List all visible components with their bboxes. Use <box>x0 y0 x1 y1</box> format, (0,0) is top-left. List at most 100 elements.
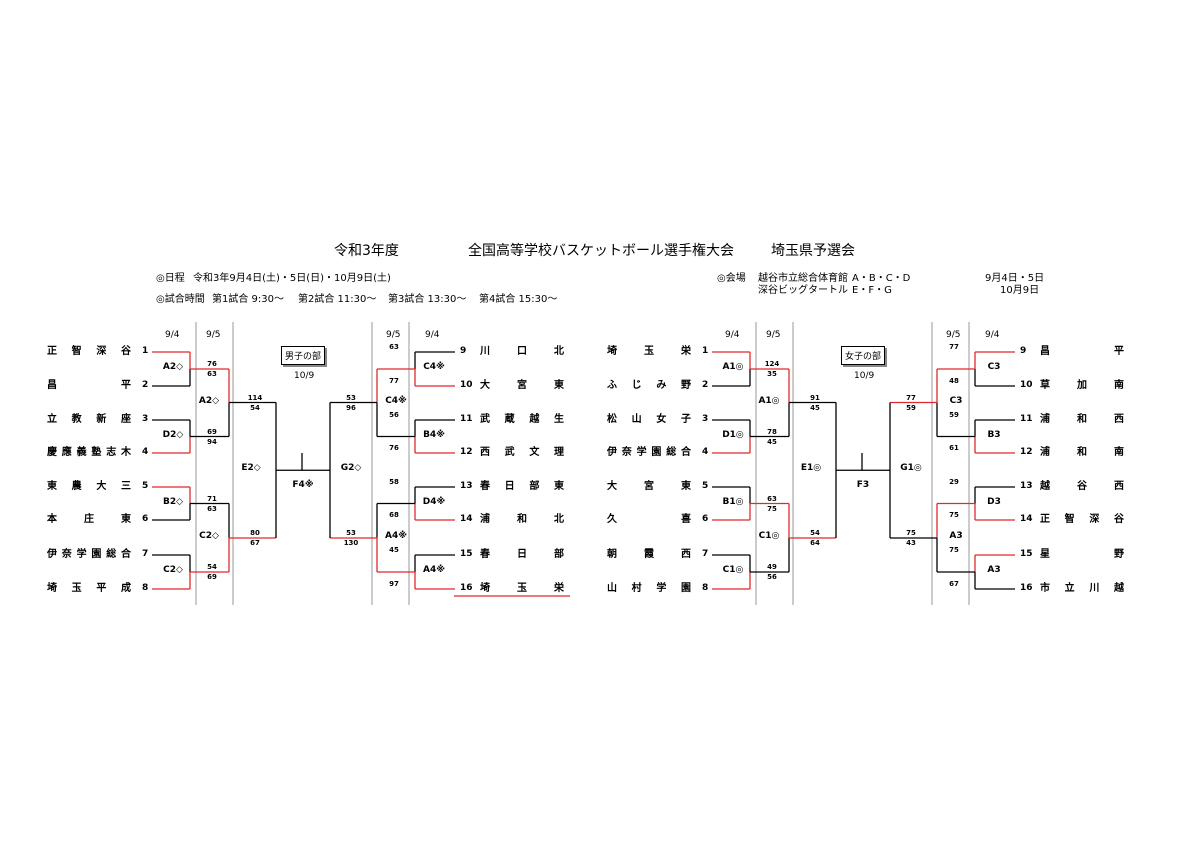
team-seed: 11 <box>460 414 473 424</box>
final-label: F4※ <box>292 480 314 490</box>
score: 75 <box>906 529 916 537</box>
team-seed: 4 <box>702 447 709 457</box>
match-label: A3 <box>949 530 963 541</box>
score: 45 <box>767 437 777 446</box>
match-label: B3 <box>987 429 1001 440</box>
venue1-courts: A・B・C・D <box>852 273 911 284</box>
team-name: 山村学園 <box>607 583 691 594</box>
team-seed: 8 <box>702 583 709 593</box>
team-seed: 7 <box>142 549 149 559</box>
team-seed: 4 <box>142 447 149 457</box>
score: 75 <box>949 511 959 519</box>
team-seed: 7 <box>702 549 709 559</box>
match-label: C2◇ <box>163 565 183 575</box>
team-name: 立教新座 <box>47 414 131 425</box>
match-label: D2◇ <box>162 429 184 440</box>
match-label: C4※ <box>423 362 445 372</box>
team-name: 川口北 <box>480 346 564 357</box>
match-label: G1◎ <box>900 463 922 474</box>
team-name: 慶應義塾志木 <box>47 447 131 458</box>
score: 63 <box>389 343 399 351</box>
match-label: D1◎ <box>722 429 744 440</box>
match-label: A2◇ <box>198 395 220 406</box>
team-seed: 1 <box>142 346 149 356</box>
team-seed: 10 <box>1020 380 1033 390</box>
team-name: 星野 <box>1040 549 1124 560</box>
team-name: 正智深谷 <box>1040 514 1124 525</box>
match-label: A4※ <box>423 565 445 575</box>
date-round1-left: 9/4 <box>165 330 180 340</box>
team-seed: 16 <box>1020 583 1033 593</box>
date-round1-right: 9/4 <box>425 330 440 340</box>
team-seed: 5 <box>702 481 709 491</box>
match-label: E1◎ <box>800 463 822 474</box>
date-round2-right: 9/5 <box>386 330 401 340</box>
score: 96 <box>346 403 356 412</box>
schedule-label: ◎日程 <box>156 273 185 284</box>
match-label: A1◎ <box>722 362 744 372</box>
team-name: 東農大三 <box>47 481 131 492</box>
team-name: 昌平 <box>1040 346 1124 357</box>
score: 67 <box>250 539 260 547</box>
match-label: C4※ <box>385 395 407 406</box>
time-slot-1: 第1試合 9:30〜 <box>212 294 284 305</box>
section-title: 男子の部 <box>281 346 326 365</box>
score: 53 <box>346 529 356 537</box>
team-seed: 10 <box>460 380 473 390</box>
team-seed: 11 <box>1020 414 1033 424</box>
score: 29 <box>949 478 959 486</box>
match-label: A1◎ <box>758 395 780 406</box>
team-seed: 1 <box>702 346 709 356</box>
team-name: 春日部 <box>480 549 564 560</box>
score: 69 <box>207 573 217 581</box>
score: 77 <box>949 343 959 351</box>
score: 76 <box>207 360 217 368</box>
match-label: A2◇ <box>162 362 184 372</box>
match-label: B2◇ <box>162 496 184 507</box>
team-name: 久喜 <box>607 514 691 525</box>
team-name: 本庄東 <box>47 514 131 525</box>
team-seed: 2 <box>142 380 149 390</box>
team-name: 昌平 <box>47 380 131 391</box>
section-title: 女子の部 <box>841 346 886 365</box>
score: 94 <box>207 437 217 446</box>
team-name: 春日部東 <box>480 481 564 492</box>
date-round1-right: 9/4 <box>985 330 1000 340</box>
team-seed: 9 <box>1020 346 1027 356</box>
date-final: 10/9 <box>294 371 315 381</box>
score: 45 <box>810 403 820 412</box>
score: 67 <box>949 580 959 588</box>
team-seed: 3 <box>142 414 149 424</box>
team-seed: 5 <box>142 481 149 491</box>
score: 124 <box>764 360 780 368</box>
score: 45 <box>389 546 399 554</box>
team-seed: 12 <box>1020 447 1033 457</box>
score: 64 <box>810 539 820 547</box>
score: 59 <box>906 403 916 412</box>
score: 71 <box>207 494 217 503</box>
time-slot-2: 第2試合 11:30〜 <box>298 294 377 305</box>
team-name: 伊奈学園総合 <box>607 447 691 458</box>
team-name: 西武文理 <box>480 447 564 458</box>
tournament-title: 全国高等学校バスケットボール選手権大会 <box>468 243 734 259</box>
team-name: 埼玉栄 <box>607 346 691 357</box>
score: 130 <box>343 539 359 547</box>
score: 68 <box>389 511 399 519</box>
team-name: 埼玉平成 <box>47 583 131 594</box>
score: 69 <box>207 427 217 436</box>
team-seed: 15 <box>1020 549 1033 559</box>
team-seed: 8 <box>142 583 149 593</box>
team-name: 正智深谷 <box>47 346 131 357</box>
team-seed: 6 <box>142 514 149 524</box>
match-label: C1◎ <box>722 565 744 575</box>
team-name: 朝霞西 <box>607 549 691 560</box>
venue2-dates: 10月9日 <box>1000 285 1040 296</box>
score: 63 <box>767 494 777 503</box>
score: 56 <box>389 411 399 419</box>
schedule-value: 令和3年9月4日(土)・5日(日)・10月9日(土) <box>193 273 391 284</box>
match-label: G2◇ <box>340 463 362 474</box>
match-label: B4※ <box>423 429 445 440</box>
score: 54 <box>207 563 217 571</box>
times-label: ◎試合時間 <box>156 294 205 305</box>
